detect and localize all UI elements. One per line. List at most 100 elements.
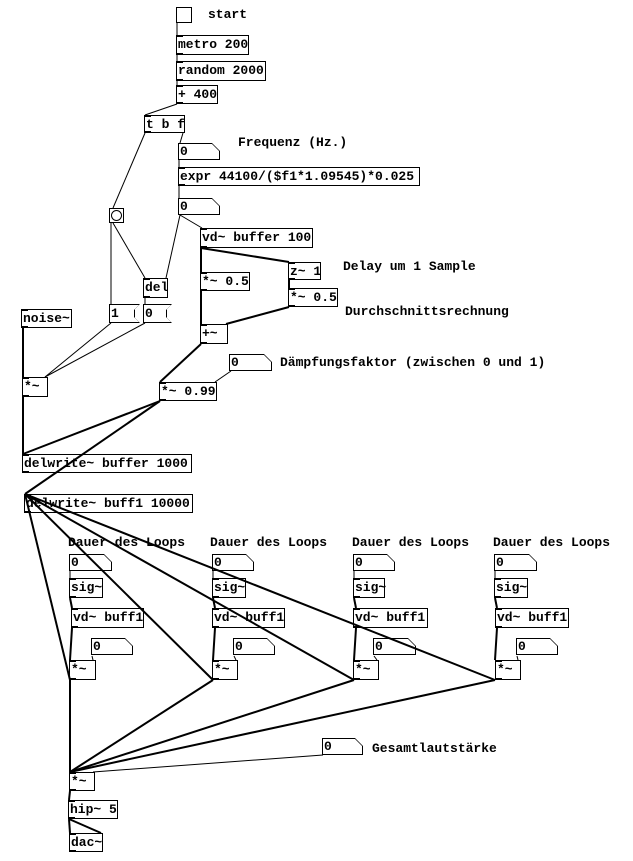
loop-gain-number-box[interactable]: 0	[516, 638, 558, 655]
delwrite-buff1-object[interactable]: delwrite~ buff1 10000	[24, 494, 193, 513]
loop-duration-comment: Dauer des Loops	[352, 535, 470, 550]
add-object[interactable]: + 400	[176, 85, 218, 104]
dac-object[interactable]: dac~	[69, 833, 103, 852]
start-comment: start	[208, 7, 248, 22]
signal-connection	[68, 818, 71, 834]
message-zero[interactable]: 0	[143, 304, 172, 323]
loop-sig-object[interactable]: sig~	[212, 578, 246, 598]
hip-object[interactable]: hip~ 5	[68, 800, 118, 819]
signal-connection	[159, 343, 202, 383]
loop-mul-object[interactable]: *~	[495, 660, 521, 680]
loop-vd-object[interactable]: vd~ buff1	[71, 608, 144, 628]
mul-damping-object[interactable]: *~ 0.99	[159, 382, 217, 401]
loop-mul-object[interactable]: *~	[69, 660, 96, 680]
loop-vd-object[interactable]: vd~ buff1	[212, 608, 285, 628]
control-connection	[44, 322, 146, 378]
damping-comment: Dämpfungsfaktor (zwischen 0 und 1)	[280, 355, 546, 370]
message-one[interactable]: 1	[109, 304, 140, 323]
master-volume-comment: Gesamtlautstärke	[372, 741, 497, 756]
message-one-text: 1	[110, 305, 139, 322]
control-connection	[112, 222, 146, 279]
frequency-comment: Frequenz (Hz.)	[238, 135, 348, 150]
mul-half-right-object[interactable]: *~ 0.5	[288, 288, 338, 307]
mul-master-object[interactable]: *~	[69, 772, 95, 791]
control-connection	[112, 132, 146, 209]
signal-connection	[494, 597, 498, 609]
loop-gain-number-box[interactable]: 0	[373, 638, 416, 655]
loop-vd-object[interactable]: vd~ buff1	[495, 608, 569, 628]
loop-duration-value: 0	[495, 555, 536, 570]
control-connection	[44, 322, 112, 378]
master-volume-value: 0	[323, 739, 362, 754]
z-delay-object[interactable]: z~ 1	[288, 262, 322, 280]
control-connection	[92, 754, 324, 773]
delay-time-number-box[interactable]: 0	[178, 198, 220, 215]
signal-connection	[22, 400, 161, 455]
mul-noise-object[interactable]: *~	[22, 377, 48, 397]
loop-duration-number-box[interactable]: 0	[353, 554, 395, 571]
signal-connection	[353, 627, 357, 661]
bang-button[interactable]	[109, 208, 124, 223]
loop-mul-object[interactable]: *~	[212, 660, 238, 680]
loop-gain-value: 0	[517, 639, 557, 654]
loop-sig-object[interactable]: sig~	[353, 578, 386, 598]
loop-duration-comment: Dauer des Loops	[493, 535, 611, 550]
frequency-value: 0	[179, 144, 219, 159]
master-volume-number-box[interactable]: 0	[322, 738, 363, 755]
signal-connection	[69, 627, 73, 661]
signal-connection	[494, 627, 498, 661]
control-connection	[179, 132, 184, 144]
signal-connection	[69, 597, 73, 609]
metro-object[interactable]: metro 200	[176, 35, 249, 55]
signal-connection	[68, 818, 102, 834]
frequency-number-box[interactable]: 0	[178, 143, 220, 160]
mul-half-left-object[interactable]: *~ 0.5	[200, 272, 250, 291]
loop-duration-comment: Dauer des Loops	[68, 535, 186, 550]
delay-comment: Delay um 1 Sample	[343, 259, 476, 274]
loop-gain-number-box[interactable]: 0	[233, 638, 275, 655]
loop-vd-object[interactable]: vd~ buff1	[353, 608, 428, 628]
signal-connection	[212, 597, 216, 609]
loop-duration-number-box[interactable]: 0	[494, 554, 537, 571]
random-object[interactable]: random 2000	[176, 61, 266, 81]
loop-sig-object[interactable]: sig~	[69, 578, 103, 598]
loop-sig-object[interactable]: sig~	[494, 578, 528, 598]
damping-number-box[interactable]: 0	[229, 354, 272, 371]
delay-time-value: 0	[179, 199, 219, 214]
vd-buffer-object[interactable]: vd~ buffer 100	[200, 228, 313, 248]
signal-connection	[69, 679, 496, 773]
loop-gain-value: 0	[234, 639, 274, 654]
damping-value: 0	[230, 355, 271, 370]
signal-connection	[200, 247, 290, 263]
loop-duration-number-box[interactable]: 0	[212, 554, 254, 571]
signal-connection	[24, 493, 71, 681]
start-toggle[interactable]	[176, 7, 192, 23]
loop-duration-value: 0	[213, 555, 253, 570]
signal-connection	[68, 790, 71, 801]
loop-duration-comment: Dauer des Loops	[210, 535, 328, 550]
signal-connection	[69, 679, 355, 773]
signal-connection	[353, 597, 357, 609]
loop-duration-value: 0	[354, 555, 394, 570]
delwrite-buffer-object[interactable]: delwrite~ buffer 1000	[22, 454, 192, 473]
add-signal-object[interactable]: +~	[200, 324, 228, 344]
loop-gain-value: 0	[374, 639, 415, 654]
loop-duration-number-box[interactable]: 0	[69, 554, 112, 571]
loop-duration-value: 0	[70, 555, 111, 570]
signal-connection	[225, 306, 290, 325]
message-zero-text: 0	[144, 305, 171, 322]
noise-object[interactable]: noise~	[21, 309, 72, 328]
control-connection	[214, 370, 232, 383]
average-comment: Durchschnittsrechnung	[345, 304, 509, 319]
loop-mul-object[interactable]: *~	[353, 660, 379, 680]
loop-gain-value: 0	[92, 639, 132, 654]
control-connection	[179, 214, 203, 229]
expr-object[interactable]: expr 44100/($f1*1.09545)*0.025	[178, 167, 420, 186]
loop-gain-number-box[interactable]: 0	[91, 638, 133, 655]
signal-connection	[212, 627, 216, 661]
del-object[interactable]: del	[143, 278, 168, 298]
bang-circle-icon	[111, 210, 122, 221]
trigger-object[interactable]: t b f	[144, 115, 186, 133]
